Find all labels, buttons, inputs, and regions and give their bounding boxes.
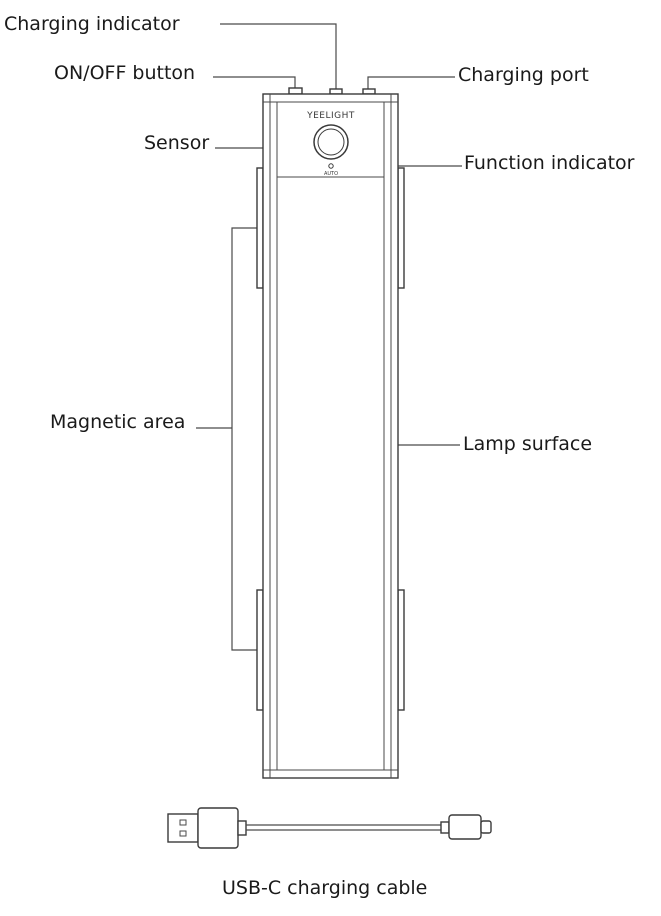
usb-c-strain-relief	[440, 821, 450, 834]
label-usb-cable: USB-C charging cable	[222, 877, 428, 899]
sensor-inner	[317, 128, 345, 156]
brand-text: YEELIGHT	[306, 111, 355, 121]
on-off-button-part	[288, 87, 303, 95]
label-on-off-button: ON/OFF button	[54, 62, 196, 84]
leader-magnetic-area-bracket	[231, 227, 262, 651]
usb-a-plug-housing	[197, 807, 239, 849]
leader-on-off-button	[213, 76, 296, 92]
magnetic-strip-left-bottom	[256, 589, 264, 711]
usb-a-plug-metal	[167, 813, 199, 843]
magnetic-strip-right-bottom	[397, 589, 405, 711]
label-charging-port: Charging port	[458, 64, 589, 86]
lamp-device: YEELIGHT AUTO	[256, 87, 405, 779]
label-sensor: Sensor	[144, 132, 210, 154]
label-lamp-surface: Lamp surface	[463, 433, 593, 455]
label-function-indicator: Function indicator	[464, 152, 635, 174]
charging-port-part	[362, 88, 376, 95]
usb-c-cable	[167, 807, 492, 849]
leader-charging-indicator	[220, 23, 337, 92]
auto-text: AUTO	[324, 171, 338, 177]
function-indicator-dot	[328, 163, 334, 169]
usb-c-plug-metal	[480, 820, 492, 834]
usb-c-plug-housing	[448, 814, 482, 840]
leader-charging-port	[367, 76, 455, 92]
magnetic-strip-left-top	[256, 167, 264, 289]
label-charging-indicator: Charging indicator	[4, 13, 180, 35]
lamp-surface-area	[276, 176, 385, 771]
lamp-outer-frame	[262, 93, 399, 779]
usb-a-strain-relief	[237, 820, 247, 836]
charging-indicator-part	[329, 88, 343, 95]
label-magnetic-area: Magnetic area	[50, 411, 186, 433]
magnetic-strip-right-top	[397, 167, 405, 289]
